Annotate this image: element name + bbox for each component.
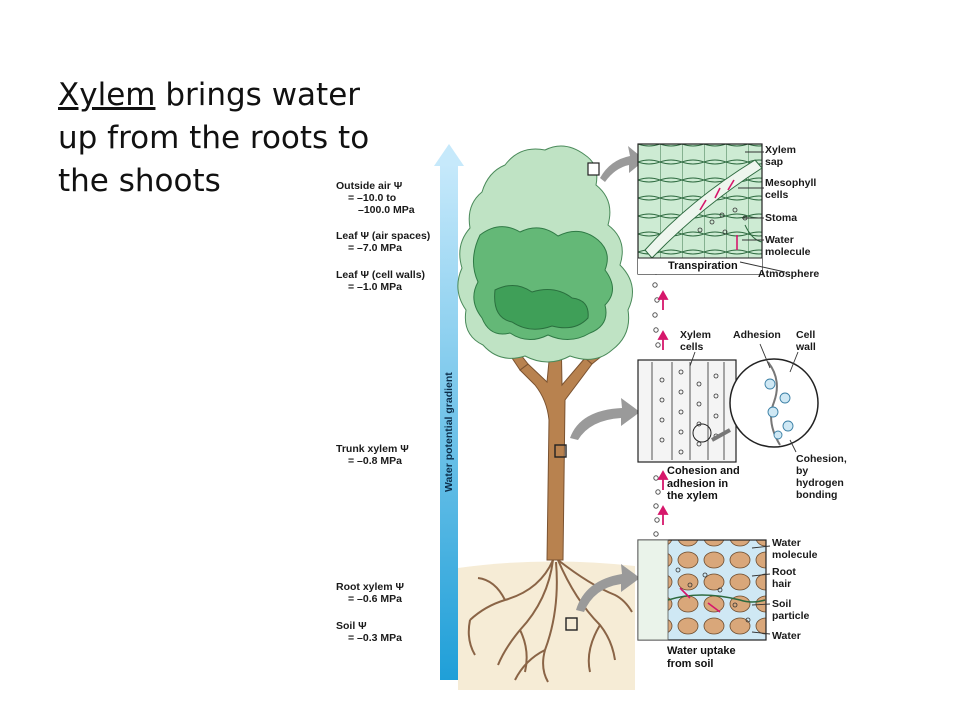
potential-outside-air: Outside air Ψ = –10.0 to –100.0 MPa bbox=[336, 180, 415, 216]
potential-leaf-walls: Leaf Ψ (cell walls) = –1.0 MPa bbox=[336, 269, 426, 293]
flow-arrows-red bbox=[657, 290, 669, 525]
label-xylem-cells: Xylem cells bbox=[680, 329, 711, 353]
potential-trunk: Trunk xylem Ψ = –0.8 MPa bbox=[336, 443, 409, 467]
callout-arrows bbox=[570, 146, 645, 612]
gradient-axis-label: Water potential gradient bbox=[443, 372, 455, 492]
panel-transpiration bbox=[637, 143, 763, 275]
roots bbox=[467, 559, 633, 683]
potential-soil: Soil Ψ = –0.3 MPa bbox=[336, 620, 402, 644]
title-line3: the shoots bbox=[58, 163, 221, 199]
title-underlined-word: Xylem bbox=[58, 77, 156, 113]
label-stoma: Stoma bbox=[765, 212, 798, 224]
caption-cohesion-adhesion: Cohesion and adhesion in the xylem bbox=[667, 465, 740, 502]
panel-cohesion bbox=[637, 358, 819, 463]
leaders-top bbox=[738, 151, 786, 273]
label-adhesion: Adhesion bbox=[733, 329, 781, 341]
slide-title: Xylem brings water up from the roots to … bbox=[58, 74, 369, 203]
title-line2: up from the roots to bbox=[58, 120, 370, 156]
potential-leaf-air: Leaf Ψ (air spaces) = –7.0 MPa bbox=[336, 230, 431, 254]
label-water-molecule-bottom: Water molecule bbox=[772, 537, 818, 561]
trunk-zoom-box bbox=[554, 444, 567, 458]
gradient-bar bbox=[434, 144, 464, 680]
label-root-hair: Root hair bbox=[772, 566, 796, 590]
tree-canopy bbox=[457, 145, 633, 363]
label-atmosphere: Atmosphere bbox=[758, 268, 820, 280]
root-zoom-box bbox=[565, 617, 578, 631]
label-xylem-sap: Xylem sap bbox=[765, 144, 796, 168]
label-cohesion: Cohesion, by hydrogen bonding bbox=[796, 453, 847, 501]
leaders-bottom bbox=[751, 545, 771, 635]
label-cell-wall: Cell wall bbox=[796, 329, 816, 353]
potential-root: Root xylem Ψ = –0.6 MPa bbox=[336, 581, 405, 605]
caption-water-uptake: Water uptake from soil bbox=[667, 645, 736, 670]
label-soil-particle: Soil particle bbox=[772, 598, 810, 622]
label-mesophyll-cells: Mesophyll cells bbox=[765, 177, 817, 201]
leaders-middle bbox=[689, 343, 799, 453]
caption-transpiration: Transpiration bbox=[668, 260, 738, 272]
title-line1-rest: brings water bbox=[155, 77, 361, 113]
panel-water-uptake bbox=[637, 539, 767, 641]
label-water-molecule-top: Water molecule bbox=[765, 234, 811, 258]
label-water: Water bbox=[772, 630, 801, 642]
